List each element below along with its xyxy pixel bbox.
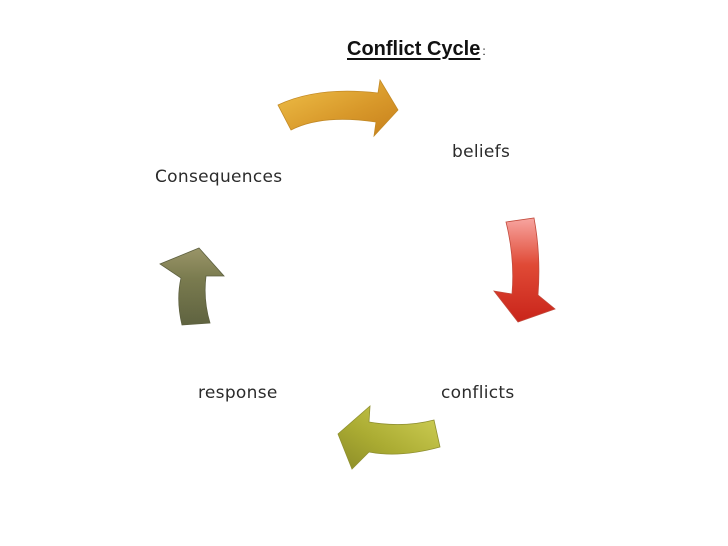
arrow-response-to-consequences [159, 247, 225, 326]
arrow-beliefs-to-conflicts [493, 217, 556, 323]
title-text: Conflict Cycle [347, 38, 481, 60]
node-beliefs: beliefs [452, 142, 511, 162]
diagram-title: Conflict Cycle: [347, 38, 486, 61]
node-response: response [198, 383, 278, 403]
node-conflicts: conflicts [441, 383, 515, 403]
arrow-conflicts-to-response [337, 405, 441, 470]
title-colon: : [482, 44, 486, 58]
node-consequences: Consequences [155, 167, 283, 187]
arrow-consequences-to-beliefs [277, 78, 399, 138]
